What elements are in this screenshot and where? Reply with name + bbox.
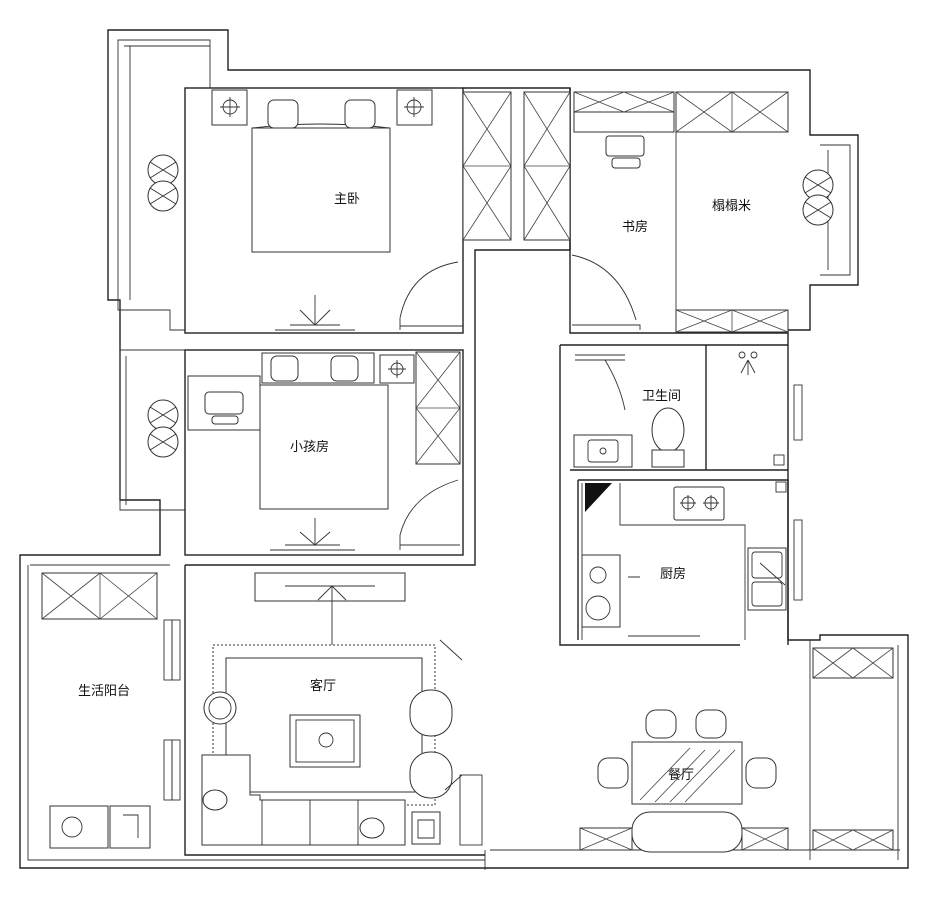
utility-balcony-fixtures xyxy=(41,572,181,849)
label-kids-room: 小孩房 xyxy=(290,439,329,455)
dining-room-furniture xyxy=(579,647,894,853)
label-dining-room: 餐厅 xyxy=(668,767,694,783)
study-furniture xyxy=(571,91,675,330)
label-utility-balcony: 生活阳台 xyxy=(78,684,130,699)
tatami-storage xyxy=(675,91,789,333)
label-bathroom: 卫生间 xyxy=(642,389,681,404)
living-room-furniture xyxy=(201,572,483,846)
master-bed xyxy=(211,89,433,253)
label-living-room: 客厅 xyxy=(310,678,336,694)
master-doors xyxy=(275,261,463,331)
bathroom-fixtures xyxy=(573,351,785,468)
master-wardrobes xyxy=(462,91,571,241)
room-labels: 主卧 书房 榻榻米 卫生间 小孩房 厨房 生活阳台 客厅 餐厅 xyxy=(78,192,751,783)
interior-walls xyxy=(184,87,803,856)
label-master-bedroom: 主卧 xyxy=(334,192,360,207)
label-kitchen: 厨房 xyxy=(660,566,686,582)
balcony-chairs-middle xyxy=(147,399,179,458)
balcony-chairs-right xyxy=(802,169,834,226)
outer-walls xyxy=(19,29,909,870)
label-tatami: 榻榻米 xyxy=(712,199,751,214)
balcony-chairs-top xyxy=(147,154,179,212)
label-study: 书房 xyxy=(622,219,648,235)
kids-room-furniture xyxy=(187,351,461,551)
kitchen-fixtures xyxy=(581,481,787,640)
